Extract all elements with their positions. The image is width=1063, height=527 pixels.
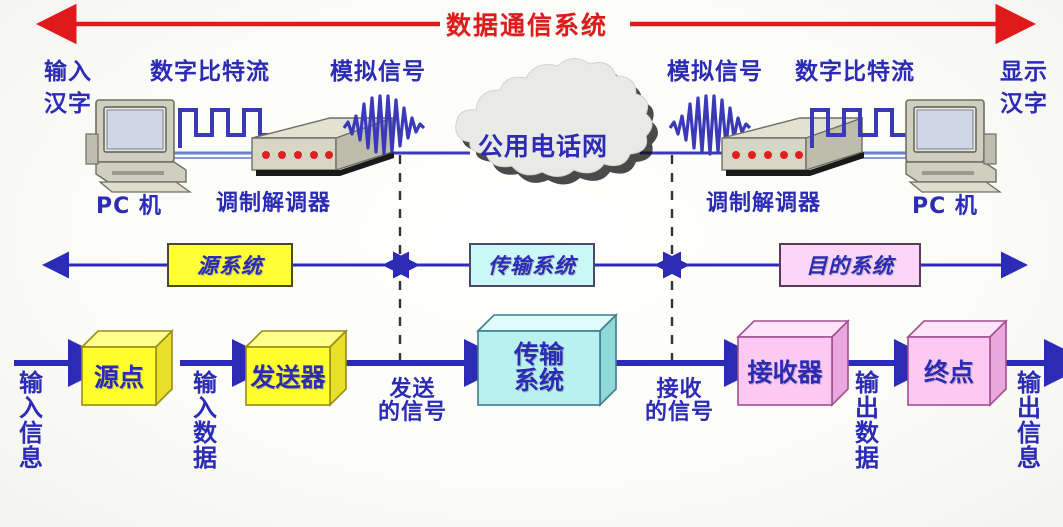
analog-waveform-left xyxy=(342,94,426,156)
label-analog-signal-left: 模拟信号 xyxy=(330,59,426,85)
device-row-graphics xyxy=(85,58,1003,193)
caption-modem-right: 调制解调器 xyxy=(706,191,822,216)
title-arrow-line xyxy=(36,3,1036,45)
label-input-left-line2: 汉字 xyxy=(44,91,92,117)
label-analog-signal-right: 模拟信号 xyxy=(667,59,763,85)
label-digital-bitstream-right: 数字比特流 xyxy=(795,59,915,85)
flow-box-transmitter xyxy=(244,329,348,407)
annotation-input-info: 输入信息 xyxy=(14,370,43,470)
label-digital-bitstream-left: 数字比特流 xyxy=(150,59,270,85)
analog-waveform-right xyxy=(668,94,752,156)
page-title: 数据通信系统 xyxy=(446,11,609,40)
annotation-output-info: 输出信息 xyxy=(1012,370,1041,470)
recv-signal-line1: 接收 xyxy=(656,377,703,402)
digital-waveform-right xyxy=(810,108,910,148)
digital-waveform-left xyxy=(178,108,278,148)
annotation-sent-signal: 发送 的信号 xyxy=(378,378,447,424)
label-input-left-line1: 输入 xyxy=(44,59,92,85)
flow-box-transmission-system xyxy=(476,313,618,407)
recv-signal-line2: 的信号 xyxy=(645,400,715,426)
caption-modem-left: 调制解调器 xyxy=(216,191,332,216)
sent-signal-line2: 的信号 xyxy=(378,400,448,426)
flow-box-receiver xyxy=(736,319,850,407)
sent-signal-line1: 发送 xyxy=(389,377,436,402)
system-band-graphics xyxy=(42,155,1028,366)
flow-box-source-point xyxy=(80,329,174,407)
pc-right-icon xyxy=(905,99,1003,193)
annotation-received-signal: 接收 的信号 xyxy=(645,378,714,424)
cloud-label: 公用电话网 xyxy=(478,132,609,161)
telephone-network-cloud xyxy=(455,58,658,185)
annotation-input-data: 输入数据 xyxy=(188,370,217,470)
pc-left-icon xyxy=(85,99,193,193)
label-display-right-line2: 汉字 xyxy=(1000,91,1048,117)
annotation-output-data: 输出数据 xyxy=(850,370,879,470)
flow-box-destination-point xyxy=(906,319,1008,407)
caption-pc-left: PC 机 xyxy=(96,194,162,219)
label-display-right-line1: 显示 xyxy=(1000,59,1048,85)
caption-pc-right: PC 机 xyxy=(912,194,978,219)
flow-row-graphics xyxy=(14,313,1063,407)
